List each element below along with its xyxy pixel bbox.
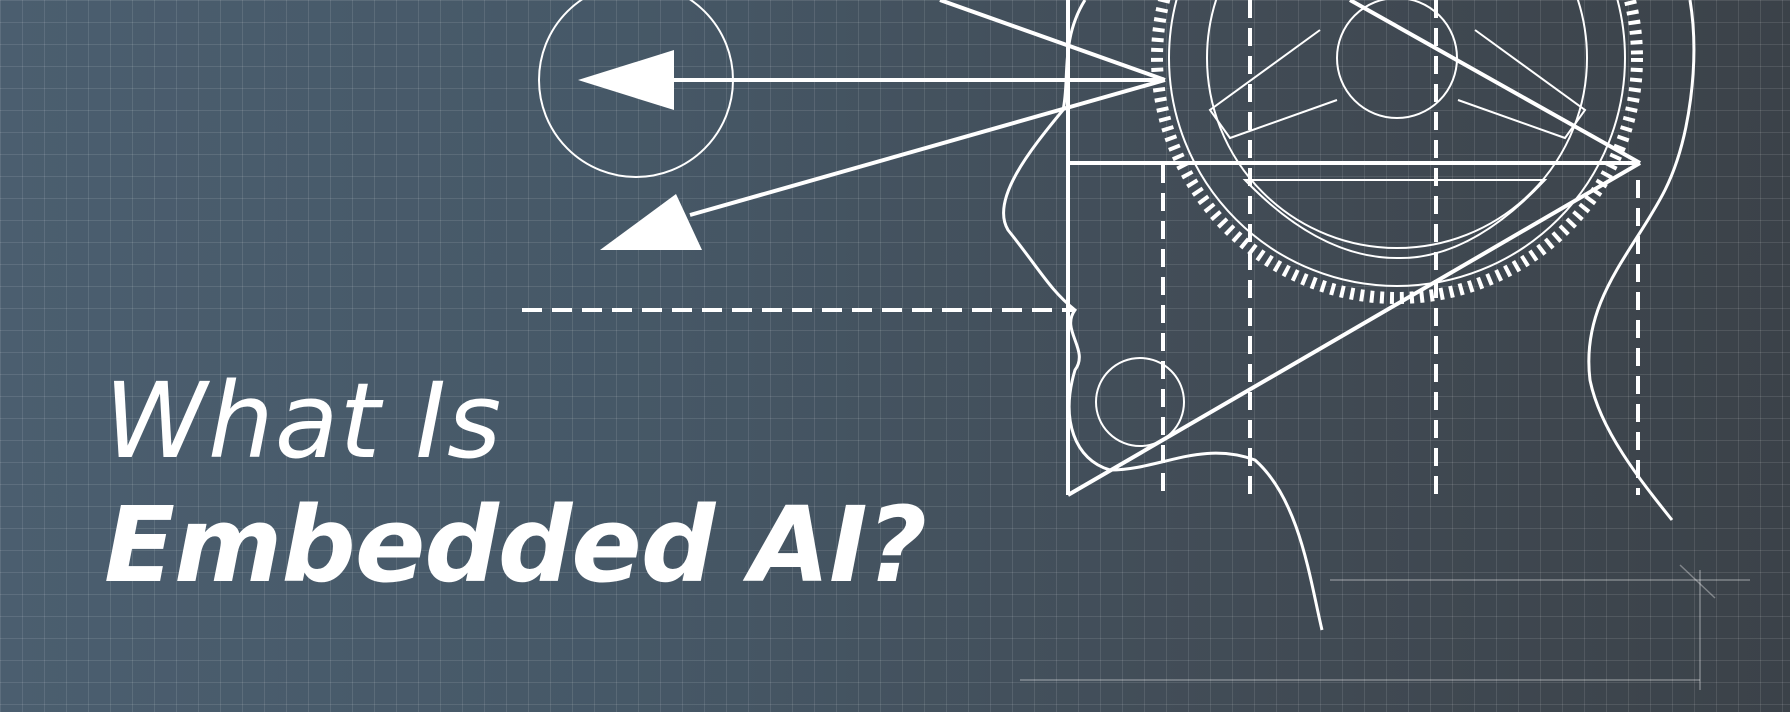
triangle-hypotenuse: [1066, 161, 1642, 497]
arrow-head-2: [600, 194, 702, 250]
jaw-circle: [1095, 357, 1185, 447]
headline-line-2: Embedded AI?: [104, 484, 927, 606]
arrow-shaft-2: [689, 78, 1166, 217]
gear-spoke-bottom: [1242, 179, 1548, 260]
guide-bottom-4: [1679, 564, 1716, 599]
headline: What Is Embedded AI?: [104, 360, 927, 610]
headline-line-1: What Is: [104, 360, 503, 482]
gear-spoke-right: [1457, 29, 1587, 140]
gear-hub: [1336, 0, 1458, 119]
gear-rim: [1168, 0, 1626, 287]
gear-teeth: [1151, 0, 1643, 304]
ray-top: [939, 0, 1166, 82]
ray-down: [1349, 0, 1641, 165]
gear-inner: [1206, 0, 1588, 249]
arrow-head-1: [578, 50, 674, 110]
head-profile-front: [1002, 0, 1324, 631]
gear-spoke-left: [1208, 29, 1338, 140]
head-profile-back: [1587, 0, 1696, 521]
